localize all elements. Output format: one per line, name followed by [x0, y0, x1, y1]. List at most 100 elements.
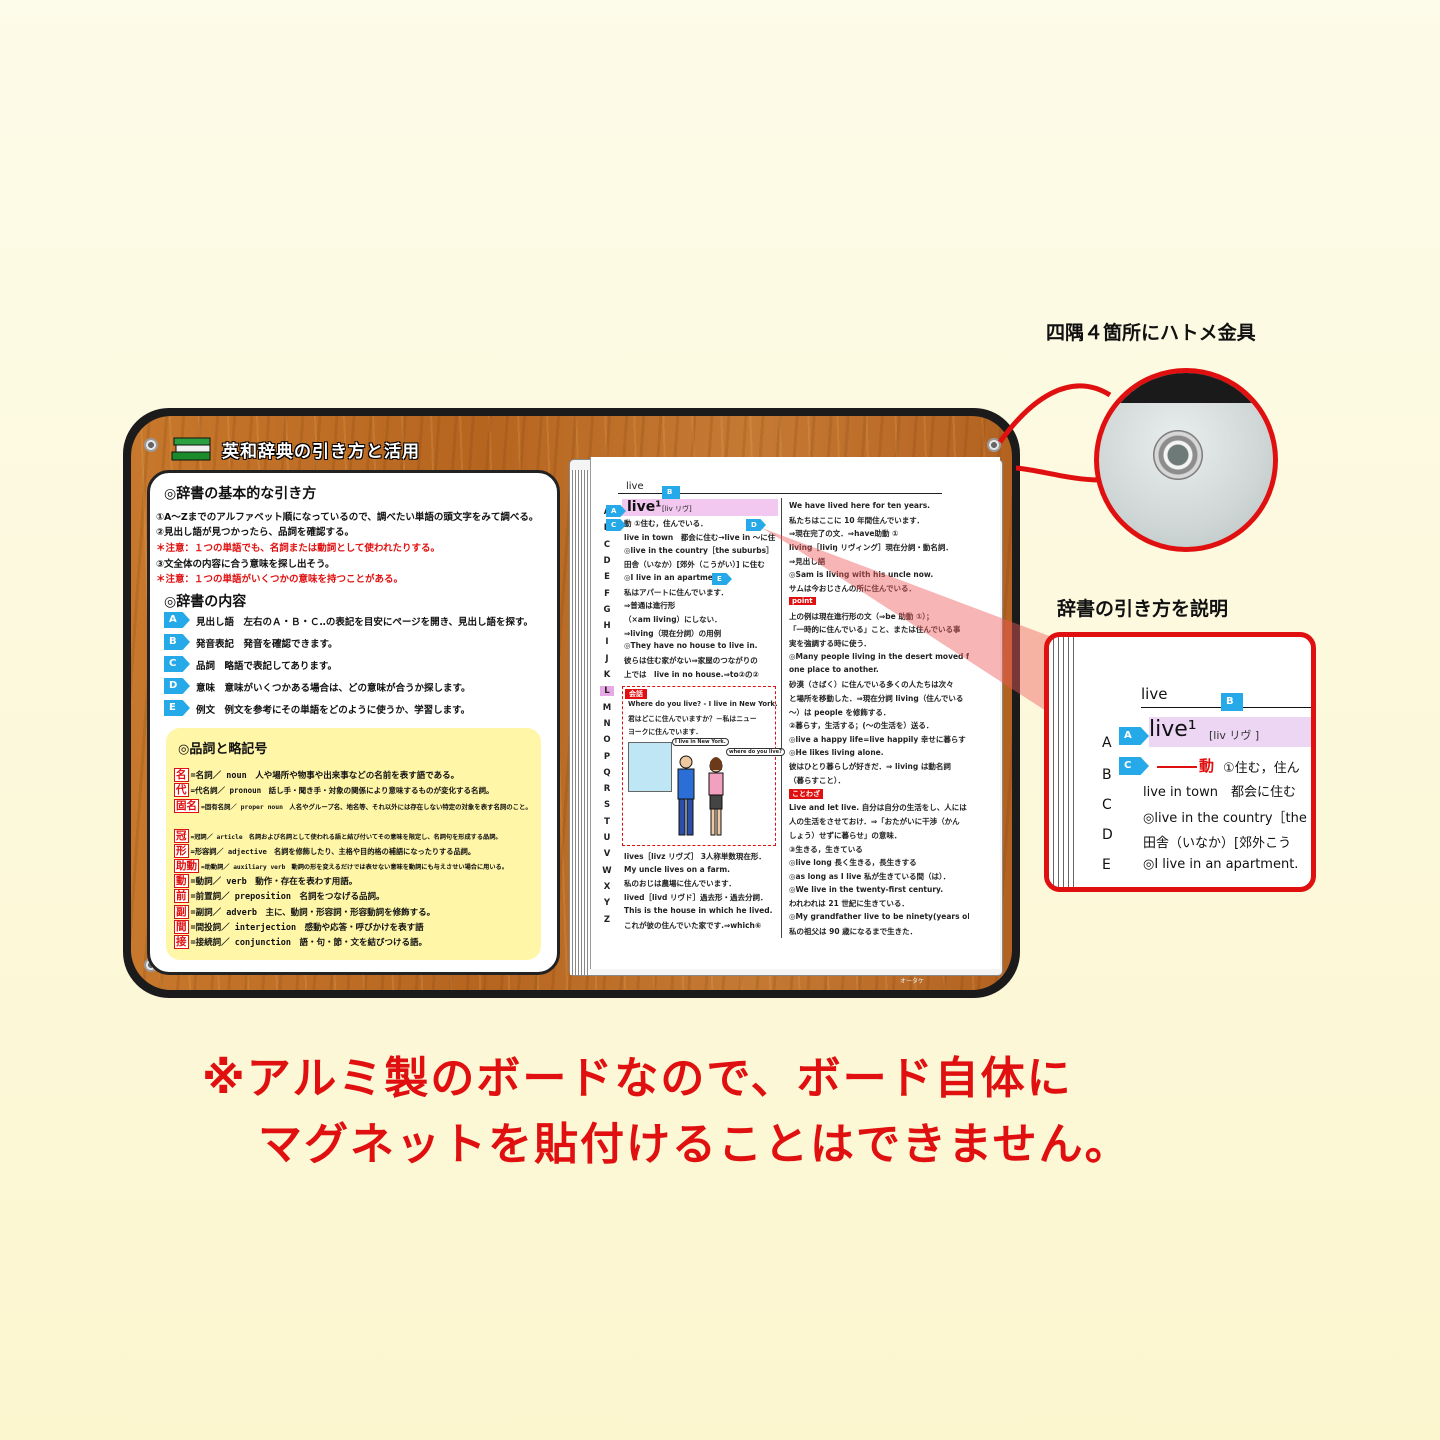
speech-bubble: I live in New York.: [672, 738, 729, 746]
entry-line: 彼はひとり暮らしが好きだ．⇒ living は動名詞: [789, 762, 951, 772]
entry-line: Live and let live. 自分は自分の生活をし、人には: [789, 803, 967, 813]
board-title: 英和辞典の引き方と活用: [222, 442, 420, 462]
pos-desc: =名詞／ noun 人や場所や物事や出来事などの名前を表す語である。: [190, 771, 460, 781]
contents-item: 品詞 略語で表記してあります。: [196, 661, 337, 672]
contents-item: 意味 意味がいくつかある場合は、どの意味が合うか探します。: [196, 683, 471, 694]
entry-line: 彼らは住む家がない⇒家屋のつながりの: [624, 656, 758, 665]
zoom-pos: 動: [1199, 757, 1215, 775]
badge-a: A: [1119, 727, 1149, 745]
books-icon: [171, 437, 211, 461]
basic-usage-note: ＊注意：１つの単語でも、名詞または動詞として使われたりする。: [156, 543, 440, 554]
zoom-pos-line: [1157, 766, 1197, 768]
pos-tag: 助動: [174, 859, 199, 873]
pos-tag: 接: [174, 935, 189, 949]
alphabet-letter: M: [602, 702, 612, 713]
alphabet-letter: R: [603, 784, 611, 795]
entry-line: ◎live a happy life=live happily 幸せに暮らす: [789, 734, 966, 744]
badge-d: D: [164, 678, 190, 694]
zoom-meaning: ①住む，住ん: [1223, 761, 1300, 776]
column-divider: [781, 498, 782, 938]
entry-line: 人の生活をさせておけ．⇒「おたがいに干渉（かん: [789, 817, 960, 827]
alphabet-letter: P: [603, 751, 611, 762]
pos-desc: =助動詞／ auxiliary verb 動詞の形を変えるだけでは表せない意味を…: [201, 864, 508, 871]
alphabet-letter: G: [603, 604, 611, 615]
pos-row: 固名=固有名詞／ proper noun 人名やグループ名、地名等、それ以外には…: [174, 794, 532, 813]
entry-line: 私のおじは農場に住んでいます．: [624, 879, 736, 889]
pos-row: 助動=助動詞／ auxiliary verb 動詞の形を変えるだけでは表せない意…: [174, 854, 508, 873]
pos-row: 代=代名詞／ pronoun 話し手・聞き手・対象の関係により意味するものが変化…: [174, 778, 494, 797]
pos-tag: 前: [174, 889, 189, 903]
pos-desc: =間投詞／ interjection 感動や応答・呼びかけを表す語: [190, 923, 424, 933]
page-header-word: live: [626, 481, 644, 492]
badge-e: E: [712, 573, 732, 585]
pos-tag: 形: [174, 844, 189, 858]
entry-line: one place to another.: [789, 665, 879, 675]
zoom-letter: D: [1102, 827, 1113, 843]
entry-line: 動 ①住む，住んでいる．: [624, 519, 708, 528]
entry-line: ◎live long 長く生きる，長生きする: [789, 858, 917, 868]
pos-desc: =形容詞／ adjective 名詞を修飾したり、主格や目的格の補語になったりす…: [190, 847, 476, 856]
entry-line: しょう）せずに暮らせ」の意味．: [789, 830, 902, 840]
eyelet-icon: [1153, 430, 1203, 480]
alphabet-letter: L: [600, 686, 614, 697]
entry-line: live in town 都会に住む→live in ～に住む．: [624, 532, 776, 542]
dialog-line: 君はどこに住んでいますか？－私はニュー: [628, 715, 757, 723]
pos-row: 前=前置詞／ preposition 名詞をつなげる品詞。: [174, 884, 385, 903]
alphabet-letter: T: [604, 816, 610, 827]
entry-line: ③生きる，生きている: [789, 844, 863, 854]
pos-row: 副=副詞／ adverb 主に、動詞・形容詞・形容動詞を修飾する。: [174, 900, 435, 919]
zoom-header-word: live: [1141, 685, 1168, 703]
contents-item: 発音表記 発音を確認できます。: [196, 639, 338, 650]
pronunciation: [liv リヴ]: [662, 505, 692, 513]
basic-usage-note: ＊注意：１つの単語がいくつかの意味を持つことがある。: [156, 574, 404, 585]
zoom-line: ◎I live in an apartment.: [1143, 857, 1299, 872]
basic-usage-line: ②見出し語が見つかったら、品詞を確認する。: [156, 527, 355, 538]
badge-c: C: [606, 519, 626, 531]
zoom-letter: A: [1102, 735, 1112, 751]
corner-grommet: [987, 438, 1001, 452]
alphabet-letter: V: [603, 849, 611, 860]
entry-line: ことわざ: [789, 788, 823, 799]
pos-desc: =固有名詞／ proper noun 人名やグループ名、地名等、それ以外には存在…: [201, 803, 532, 811]
entry-line: 「一時的に住んでいる」こと、または住んでいる事: [789, 625, 961, 635]
entry-line: ◎My grandfather live to be ninety(years …: [789, 912, 969, 921]
panel-edge: [1099, 373, 1273, 403]
corner-grommet: [144, 438, 158, 452]
badge-b: B: [164, 634, 190, 650]
pos-desc: =動詞／ verb 動作・存在を表わす用語。: [190, 877, 358, 887]
entry-line: My uncle lives on a farm.: [624, 864, 731, 874]
pos-tag: 間: [174, 920, 189, 934]
zoom-detail: live live¹ [liv リヴ ] 動 ①住む，住ん live in to…: [1044, 632, 1316, 892]
badge-c: C: [164, 656, 190, 672]
pos-tag: 代: [174, 783, 189, 797]
basic-usage-title: ◎辞書の基本的な引き方: [164, 486, 317, 502]
entry-line: ～）は people を修飾する．: [789, 707, 891, 717]
notice-line: ※アルミ製のボードなので、ボード自体に: [202, 1053, 1073, 1104]
page-footer-logo: オータケ: [900, 978, 925, 985]
entry-line: ◎Sam is living with his uncle now.: [789, 570, 933, 579]
pos-row: 冠=冠詞／ article 名詞および名詞として使われる語と結び付いてその意味を…: [174, 824, 502, 843]
entry-line: ◎He likes living alone.: [789, 747, 884, 757]
alphabet-letter: D: [603, 555, 611, 566]
pos-row: 接=接続詞／ conjunction 語・句・節・文を結びつける語。: [174, 930, 427, 949]
headword-highlight: [622, 499, 778, 516]
zoom-line: 田舎（いなか）[郊外こう: [1143, 836, 1292, 851]
zoom-letter: E: [1102, 857, 1111, 873]
entry-line: 実を強調する時に使う．: [789, 639, 871, 648]
entry-line: 田舎（いなか）[郊外（こうがい）] に住む: [624, 560, 765, 570]
entry-line: ◎We live in the twenty-first century.: [789, 884, 944, 894]
badge-c: C: [1119, 757, 1149, 775]
entry-line: ②暮らす，生活する；(～の生活を）送る．: [789, 721, 934, 731]
entry-line: living［liviŋ リヴィング］現在分詞・動名詞．: [789, 543, 953, 553]
entry-line: 上では live in no house.⇒to②の②: [624, 669, 759, 679]
zoom-letter: C: [1102, 797, 1112, 813]
badge-b: B: [662, 486, 680, 499]
zoom-letter: B: [1102, 767, 1112, 783]
parts-of-speech-title: ◎品詞と略記号: [178, 742, 268, 757]
alphabet-letter: F: [604, 588, 610, 599]
entry-line: 私はアパートに住んでいます．: [624, 587, 729, 597]
pos-tag: 名: [174, 768, 189, 782]
entry-line: 私の祖父は 90 歳になるまで生きた．: [789, 926, 918, 936]
eyelet-caption: 四隅４箇所にハトメ金具: [1046, 322, 1256, 344]
